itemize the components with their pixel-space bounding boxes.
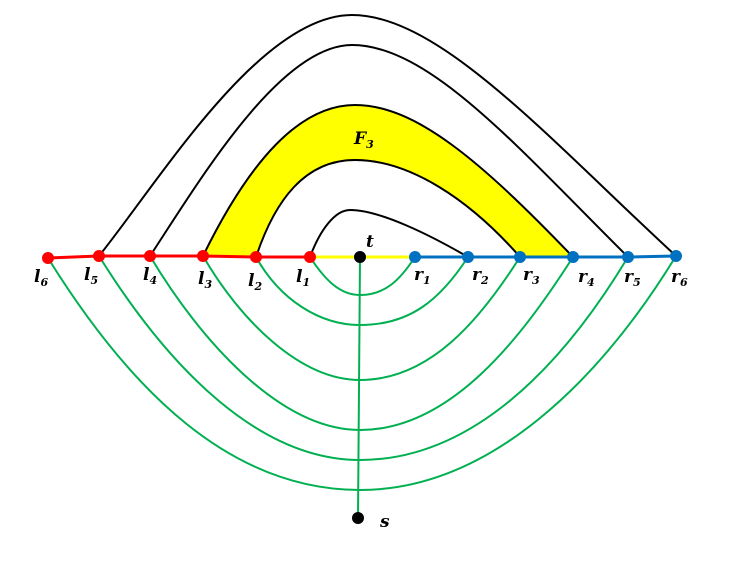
label-l5: l5 bbox=[84, 265, 98, 287]
left-path-segment bbox=[47, 254, 310, 260]
upper-arcs bbox=[98, 13, 677, 258]
node-r4 bbox=[567, 251, 579, 263]
edge-s-t bbox=[357, 256, 361, 519]
lower-arc-l1-r1 bbox=[309, 256, 416, 297]
node-r2 bbox=[462, 251, 474, 263]
lower-arc-l6-r6 bbox=[47, 255, 677, 492]
upper-arc-l4-r5 bbox=[149, 43, 629, 258]
node-r5 bbox=[622, 251, 634, 263]
label-r5: r5 bbox=[624, 267, 641, 289]
left-nodes bbox=[42, 250, 316, 264]
node-r3 bbox=[514, 251, 526, 263]
right-nodes bbox=[409, 250, 682, 263]
label-l6: l6 bbox=[34, 267, 48, 289]
node-r1 bbox=[409, 251, 421, 263]
node-l2 bbox=[250, 251, 262, 263]
lower-arc-l2-r2 bbox=[255, 256, 469, 327]
label-l4: l4 bbox=[143, 265, 157, 287]
label-l2: l2 bbox=[248, 271, 262, 293]
label-face-f3: F3 bbox=[353, 129, 374, 151]
node-r6 bbox=[670, 250, 682, 262]
lower-arc-l4-r4 bbox=[149, 255, 574, 432]
lower-arc-l5-r5 bbox=[98, 255, 629, 462]
label-l3: l3 bbox=[198, 269, 212, 291]
upper-arc-l5-r6 bbox=[98, 13, 677, 257]
upper-arc-l2-r3 bbox=[255, 158, 521, 258]
label-r4: r4 bbox=[578, 267, 595, 289]
face-f3-region bbox=[203, 105, 573, 257]
label-t: t bbox=[366, 232, 374, 252]
label-r2: r2 bbox=[472, 265, 489, 287]
node-t bbox=[354, 251, 366, 263]
label-r6: r6 bbox=[671, 267, 688, 289]
node-s bbox=[352, 512, 364, 524]
label-s: s bbox=[379, 512, 390, 532]
node-l5 bbox=[93, 250, 105, 262]
label-l1: l1 bbox=[296, 267, 310, 289]
node-l1 bbox=[304, 251, 316, 263]
label-r1: r1 bbox=[414, 265, 431, 287]
lower-arcs bbox=[47, 255, 677, 519]
upper-arc-l3-r4 bbox=[202, 103, 574, 258]
node-l4 bbox=[144, 250, 156, 262]
terminal-nodes bbox=[352, 251, 366, 524]
upper-arc-l1-r2 bbox=[309, 208, 469, 258]
node-l3 bbox=[197, 250, 209, 262]
label-r3: r3 bbox=[523, 265, 540, 287]
right-path-segment bbox=[415, 254, 677, 259]
node-l6 bbox=[42, 252, 54, 264]
